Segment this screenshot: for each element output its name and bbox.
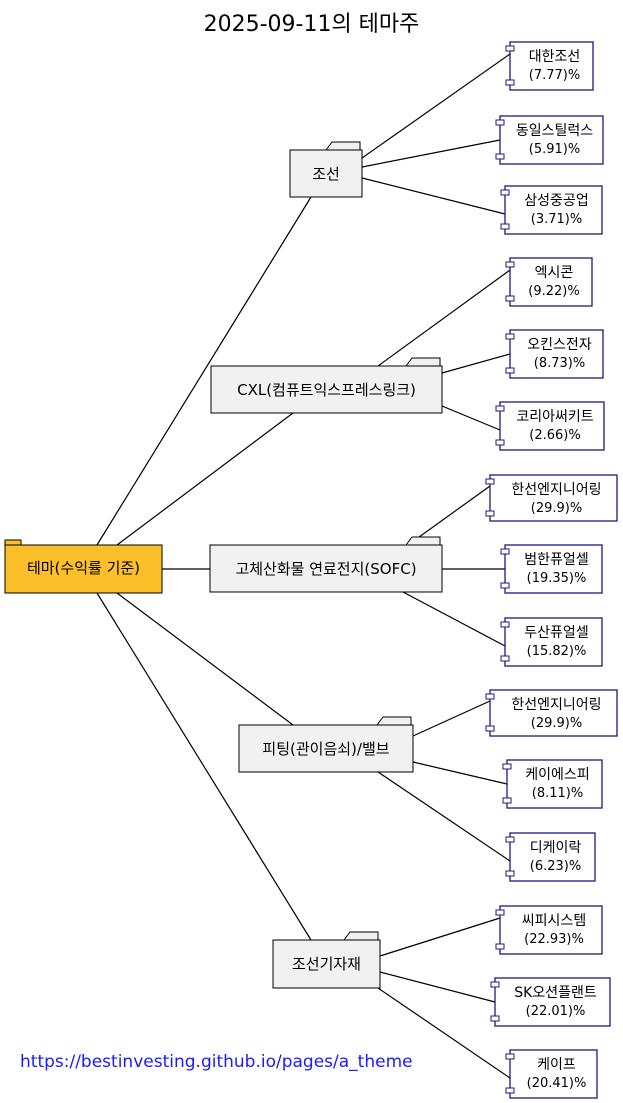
theme-node[interactable]: 피팅(관이음쇠)/밸브 — [238, 716, 414, 773]
edge-theme-stock — [379, 917, 501, 957]
stock-name: 삼성중공업 — [524, 193, 588, 209]
stock-node[interactable]: 범한퓨얼셀 (19.35)% — [500, 544, 603, 594]
stock-node[interactable]: 엑시콘 (9.22)% — [505, 257, 593, 307]
stock-node[interactable]: 한선엔지니어링 (29.9)% — [485, 689, 618, 737]
stock-name: SK오션플랜트 — [514, 985, 597, 1001]
stock-name: 케이에스피 — [525, 767, 589, 783]
stock-name: 코리아써키트 — [516, 409, 593, 425]
edge-theme-stock — [412, 700, 491, 737]
stock-name: 두산퓨얼셀 — [524, 625, 588, 641]
stock-return: (22.93)% — [524, 932, 584, 947]
stock-node[interactable]: 오킨스전자 (8.73)% — [505, 329, 604, 379]
theme-node[interactable]: 고체산화물 연료전지(SOFC) — [209, 536, 443, 593]
stock-name: 엑시콘 — [535, 265, 574, 281]
stock-return: (7.77)% — [529, 68, 580, 83]
stock-node[interactable]: 대한조선 (7.77)% — [505, 41, 594, 91]
stock-return: (29.9)% — [531, 501, 582, 516]
stock-return: (19.35)% — [527, 571, 587, 586]
theme-label: CXL(컴퓨트익스프레스링크) — [237, 381, 416, 399]
edge-root-theme-0 — [96, 196, 312, 546]
edge-theme-stock — [361, 177, 506, 215]
stock-node[interactable]: SK오션플랜트 (22.01)% — [490, 977, 611, 1027]
edge-theme-stock — [402, 591, 506, 647]
nodes: 테마(수익률 기준) 조선 대한조선 (7.77)% 동일스틸럭스 (5.91)% 삼성중공… — [4, 41, 618, 1099]
edges — [96, 53, 511, 1079]
theme-label: 피팅(관이음쇠)/밸브 — [262, 740, 389, 758]
edge-root-theme-3 — [116, 592, 294, 726]
edge-theme-stock — [379, 971, 496, 1003]
theme-label: 고체산화물 연료전지(SOFC) — [235, 560, 416, 578]
edge-root-theme-1 — [116, 412, 294, 546]
stock-name: 동일스틸럭스 — [516, 123, 593, 139]
stock-name: 씨피시스템 — [522, 913, 586, 929]
stock-node[interactable]: 케이프 (20.41)% — [505, 1049, 598, 1099]
theme-node[interactable]: 조선 — [289, 141, 363, 198]
stock-return: (22.01)% — [526, 1004, 586, 1019]
stock-return: (29.9)% — [531, 716, 582, 731]
theme-label: 조선 — [312, 165, 340, 183]
edge-theme-stock — [377, 987, 511, 1079]
stock-return: (2.66)% — [529, 428, 580, 443]
stock-return: (6.23)% — [530, 859, 581, 874]
root-node[interactable]: 테마(수익률 기준) — [4, 539, 163, 594]
stock-node[interactable]: 두산퓨얼셀 (15.82)% — [500, 617, 603, 667]
edge-root-theme-4 — [96, 592, 312, 941]
edge-theme-stock — [361, 139, 501, 168]
edge-theme-stock — [441, 405, 501, 431]
edge-theme-stock — [412, 761, 508, 785]
stock-return: (9.22)% — [528, 284, 579, 299]
stock-return: (15.82)% — [527, 644, 587, 659]
theme-label: 조선기자재 — [292, 955, 361, 973]
stock-name: 대한조선 — [529, 49, 581, 65]
stock-node[interactable]: 디케이락 (6.23)% — [505, 832, 596, 882]
edge-theme-stock — [377, 771, 511, 862]
stock-node[interactable]: 동일스틸럭스 (5.91)% — [495, 115, 604, 165]
page-title: 2025-09-11의 테마주 — [203, 12, 420, 37]
stock-node[interactable]: 케이에스피 (8.11)% — [502, 759, 603, 809]
stock-name: 디케이락 — [530, 840, 582, 856]
stock-name: 범한퓨얼셀 — [524, 552, 588, 568]
stock-node[interactable]: 삼성중공업 (3.71)% — [500, 185, 603, 235]
stock-return: (5.91)% — [529, 142, 580, 157]
stock-return: (3.71)% — [531, 212, 582, 227]
stock-node[interactable]: 한선엔지니어링 (29.9)% — [485, 474, 618, 522]
edge-theme-stock — [377, 269, 511, 367]
root-label: 테마(수익률 기준) — [27, 559, 140, 577]
stock-return: (8.11)% — [532, 786, 583, 801]
theme-node[interactable]: 조선기자재 — [272, 931, 381, 989]
stock-node[interactable]: 씨피시스템 (22.93)% — [495, 905, 603, 955]
edge-theme-stock — [441, 353, 511, 374]
stock-node[interactable]: 코리아써키트 (2.66)% — [495, 401, 605, 451]
stock-name: 케이프 — [537, 1057, 576, 1073]
theme-node[interactable]: CXL(컴퓨트익스프레스링크) — [210, 357, 443, 414]
edge-theme-stock — [407, 485, 491, 546]
edge-theme-stock — [361, 53, 511, 159]
stock-return: (8.73)% — [534, 356, 585, 371]
stock-return: (20.41)% — [527, 1076, 587, 1091]
stock-name: 오킨스전자 — [527, 337, 592, 353]
stock-name: 한선엔지니어링 — [511, 482, 601, 498]
footer-link[interactable]: https://bestinvesting.github.io/pages/a_… — [20, 1052, 413, 1072]
stock-name: 한선엔지니어링 — [511, 697, 601, 713]
